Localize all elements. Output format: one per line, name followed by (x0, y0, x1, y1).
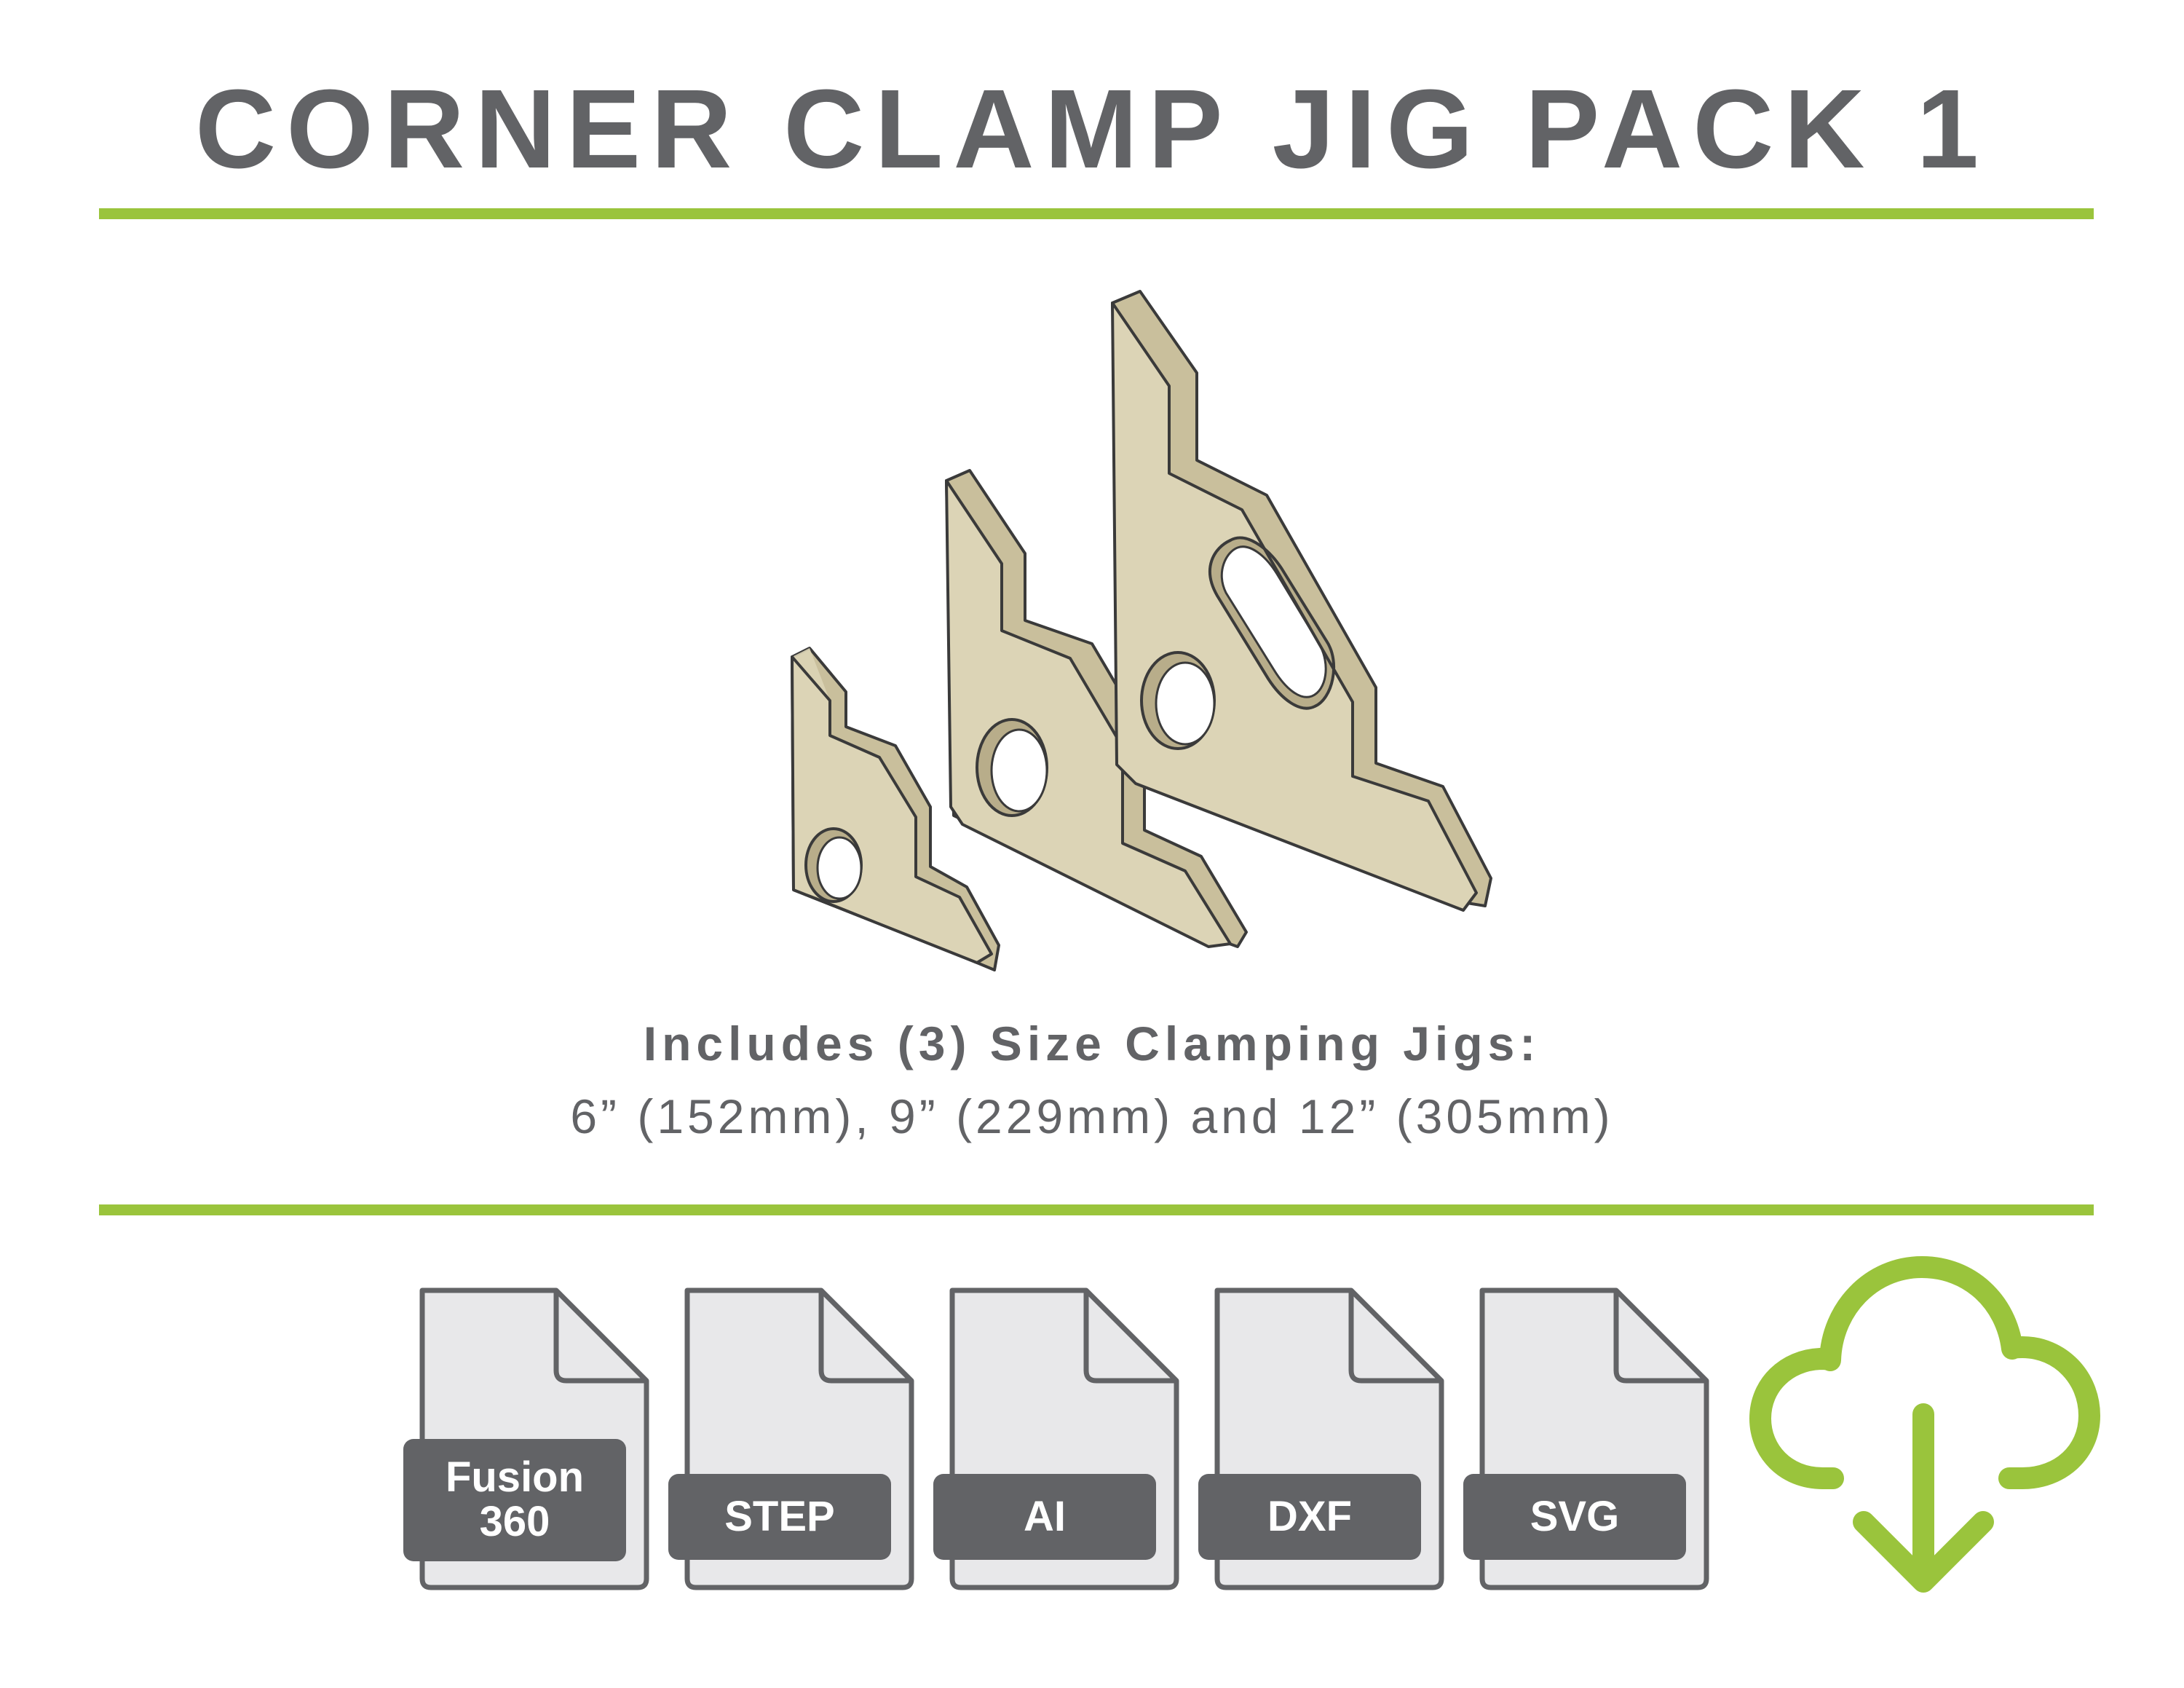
file-format-label: SVG (1463, 1474, 1686, 1560)
bottom-divider (99, 1204, 2094, 1215)
includes-heading: Includes (3) Size Clamping Jigs: (643, 1017, 1541, 1070)
file-format-ai: AI (933, 1285, 1184, 1593)
file-format-label: AI (933, 1474, 1156, 1560)
file-format-label: STEP (668, 1474, 891, 1560)
cloud-download-icon[interactable] (1747, 1250, 2104, 1599)
file-format-dxf: DXF (1198, 1285, 1449, 1593)
jig-small (791, 647, 1000, 971)
jig-medium (945, 469, 1248, 948)
top-divider (99, 208, 2094, 219)
page-title: CORNER CLAMP JIG PACK 1 (194, 66, 1989, 192)
file-format-svg: SVG (1463, 1285, 1714, 1593)
jig-large (1111, 290, 1492, 912)
includes-sizes: 6” (152mm), 9” (229mm) and 12” (305mm) (570, 1089, 1614, 1143)
file-format-step: STEP (668, 1285, 919, 1593)
file-format-label: DXF (1198, 1474, 1421, 1560)
